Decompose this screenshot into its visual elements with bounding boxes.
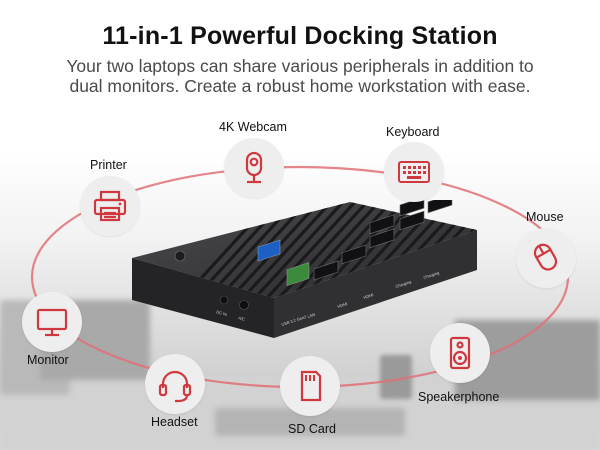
speaker-icon [449,336,471,370]
sd-card-label: SD Card [288,422,336,436]
monitor-label: Monitor [27,353,69,367]
sd-card-icon [300,370,322,402]
headset-label: Headset [151,415,198,429]
port-label-charging-1: Charging [395,279,412,289]
headset-node [145,354,205,414]
speakerphone-label: Speakerphone [418,390,500,404]
mouse-label: Mouse [526,210,564,224]
subtitle-line-1: Your two laptops can share various perip… [66,56,534,76]
printer-node [80,176,140,236]
sd-card-node [280,356,340,416]
keyboard-icon [398,161,430,183]
mouse-node [516,228,576,288]
port-label-hdmi-1: HDMI [337,301,348,309]
keyboard-label: Keyboard [386,125,440,139]
port-label-charging-2: Charging [423,270,440,280]
port-label-hdmi-2: HDMI [363,292,374,300]
printer-icon [93,190,127,222]
page-subtitle: Your two laptops can share various perip… [20,56,580,96]
port-label-dcin: DC IN [216,309,228,317]
monitor-icon [36,308,68,337]
port-label-lan: LAN [307,312,316,319]
monitor-node [22,292,82,352]
webcam-icon [245,151,263,184]
webcam-node [224,138,284,198]
keyboard-node [384,142,444,202]
webcam-label: 4K Webcam [219,120,287,134]
port-label-ac: A/C [238,315,246,322]
page-title: 11-in-1 Powerful Docking Station [102,22,498,50]
subtitle-line-2: dual monitors. Create a robust home work… [69,76,531,96]
headset-icon [158,370,192,403]
speakerphone-node [430,323,490,383]
mouse-icon [533,243,558,271]
docking-station: DC IN A/C USB 3.2 Gen2 LAN HDMI HDMI Cha… [132,200,477,338]
printer-label: Printer [90,158,127,172]
